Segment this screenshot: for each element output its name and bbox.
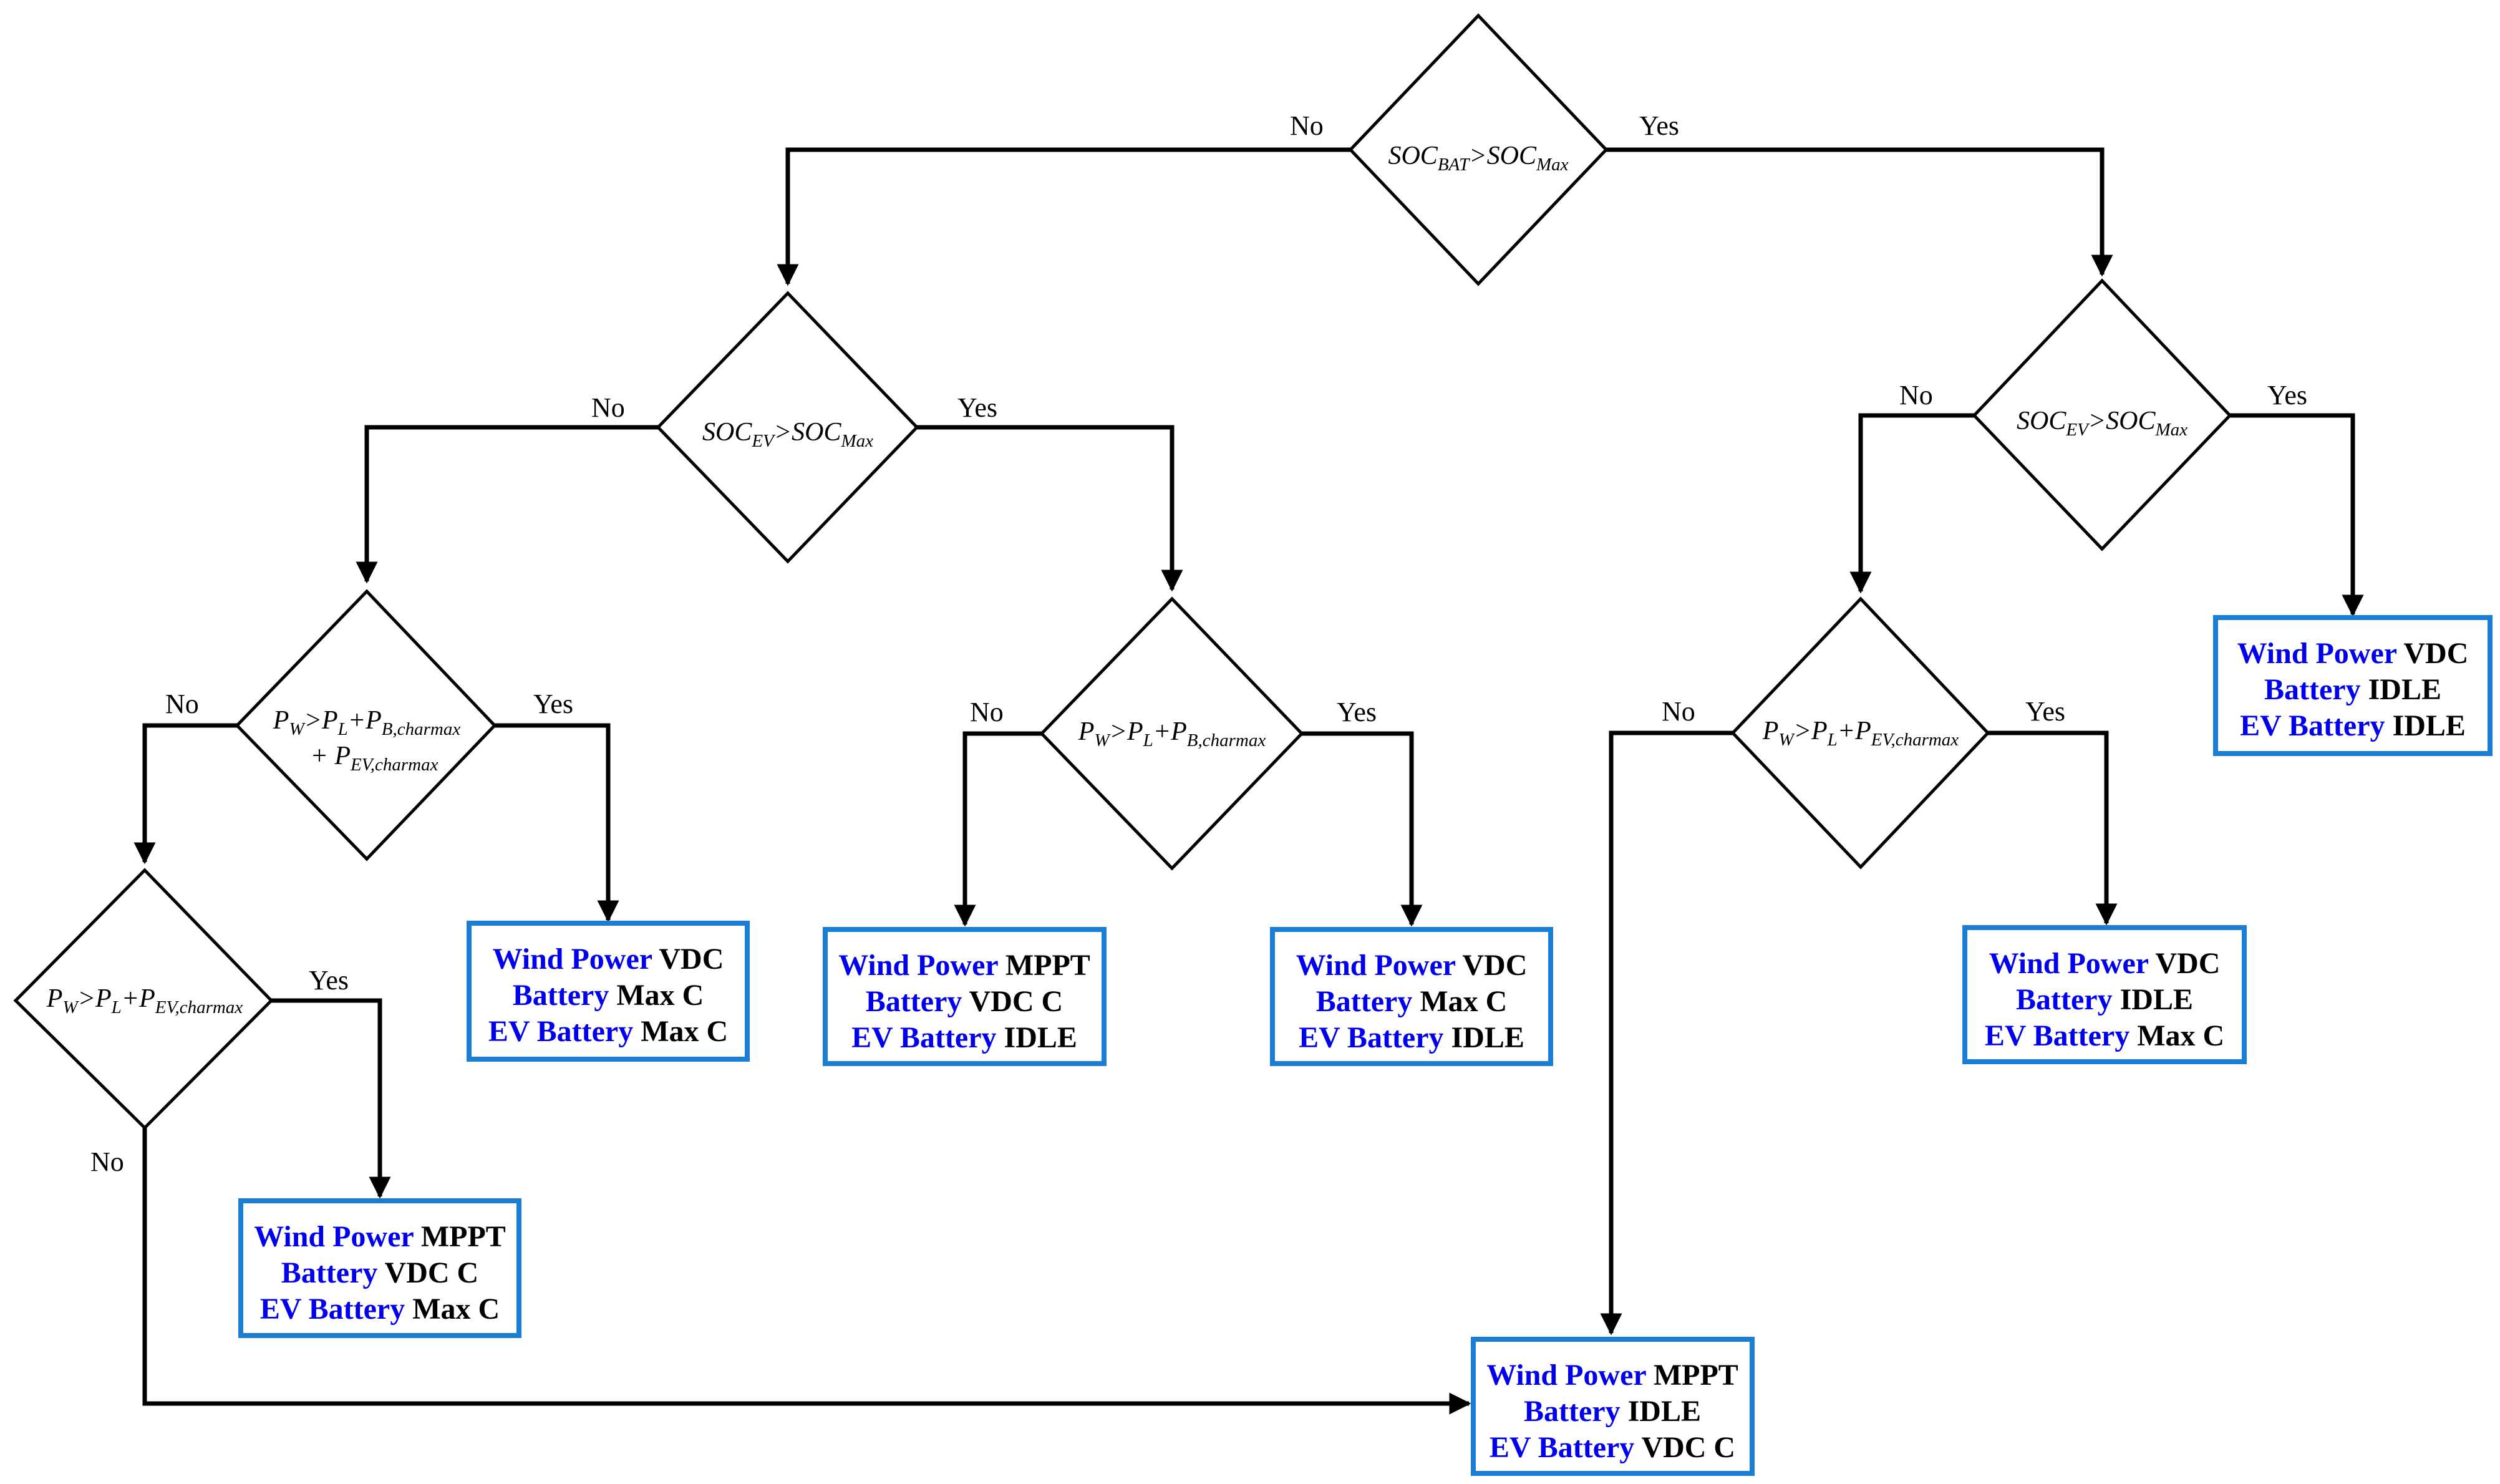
outcome-line-ev: EV Battery Max C [488,1015,728,1048]
condition-text: SOCEV>SOCMax [702,418,873,451]
outcome-border [467,921,750,1062]
label-d7-no: No [90,1147,124,1177]
condition-text: PW>PL+PB,charmax [1078,717,1266,750]
connector-d4-no [133,723,237,865]
outcome-box-4: Wind Power VDC Battery Max C EV Battery … [1270,927,1553,1066]
decision-soc-ev-right: SOCEV>SOCMax [1972,278,2232,551]
outcome-line-wind: Wind Power MPPT [838,949,1090,982]
outcome-box-7: Wind Power MPPT Battery IDLE EV Battery … [1471,1337,1755,1476]
outcome-line-wind: Wind Power VDC [2237,637,2469,670]
connector-d2-no [356,425,658,584]
connector-d7-no [142,1128,1471,1415]
connector-d3-yes [2230,413,2364,617]
label-d3-yes: Yes [2267,380,2307,410]
outcome-line-battery: Battery Max C [1316,985,1508,1018]
connector-d1-no [777,147,1350,286]
decision-diamond [656,291,919,564]
outcome-line-ev: EV Battery IDLE [1299,1021,1524,1054]
label-d4-yes: Yes [533,689,573,719]
decision-soc-bat: SOCBAT>SOCMax [1348,13,1609,286]
outcome-box-3: Wind Power MPPT Battery VDC C EV Battery… [823,927,1107,1066]
condition-text: SOCEV>SOCMax [2017,407,2188,440]
outcome-line-battery: Battery VDC C [866,985,1063,1018]
outcome-line-battery: Battery IDLE [2016,983,2193,1016]
decision-power-battery: PW>PL+PB,charmax [1039,596,1304,871]
label-d5-yes: Yes [1337,697,1377,727]
outcome-line-ev: EV Battery Max C [260,1292,500,1326]
outcome-border [2213,615,2493,756]
decision-diamond [1039,596,1304,871]
condition-text-line1: PW>PL+PB,charmax [273,706,461,739]
outcome-border [823,927,1107,1066]
outcome-line-wind: Wind Power VDC [1989,947,2221,980]
decision-diamond [1348,13,1609,286]
decision-diamond [1972,278,2232,551]
outcome-line-ev: EV Battery IDLE [851,1021,1077,1054]
outcome-box-1: Wind Power VDC Battery IDLE EV Battery I… [2213,615,2493,756]
connector-d7-yes [271,998,391,1199]
connector-d2-yes [917,425,1183,592]
outcome-line-battery: Battery IDLE [2264,673,2441,706]
outcome-line-battery: Battery VDC C [281,1256,478,1289]
decision-soc-ev-left: SOCEV>SOCMax [656,291,919,564]
label-d1-no: No [1290,110,1324,141]
decision-power-ev-left: PW>PL+PEV,charmax [13,868,274,1130]
condition-text-line2: + PEV,charmax [311,742,438,775]
outcome-line-ev: EV Battery VDC C [1490,1431,1735,1464]
outcome-line-battery: Battery IDLE [1524,1395,1701,1428]
label-d6-yes: Yes [2025,696,2065,727]
condition-text: PW>PL+PEV,charmax [46,984,243,1017]
decision-power-ev-right: PW>PL+PEV,charmax [1730,596,1990,870]
label-d6-no: No [1662,696,1695,727]
outcome-border [1471,1337,1755,1476]
outcome-line-wind: Wind Power VDC [493,943,724,976]
condition-text: SOCBAT>SOCMax [1388,142,1568,175]
label-d2-no: No [591,392,625,423]
label-d2-yes: Yes [957,392,997,423]
decision-power-battery-ev: PW>PL+PB,charmax + PEV,charmax [235,589,497,861]
label-d7-yes: Yes [309,965,349,996]
outcome-box-2: Wind Power VDC Battery Max C EV Battery … [467,921,750,1062]
connector-d4-yes [495,723,619,923]
outcome-line-ev: EV Battery IDLE [2240,709,2466,742]
connector-d6-no [1600,730,1733,1336]
connector-d1-yes [1606,147,2113,277]
outcome-box-6: Wind Power MPPT Battery VDC C EV Battery… [238,1198,521,1338]
connector-d3-no [1849,413,1974,594]
outcome-line-wind: Wind Power VDC [1296,949,1528,982]
outcome-border [238,1198,521,1338]
label-d3-no: No [1899,380,1933,410]
outcome-border [1270,927,1553,1066]
outcome-line-wind: Wind Power MPPT [254,1220,506,1253]
connector-d5-no [954,731,1042,927]
outcome-border [1962,925,2247,1064]
label-d5-no: No [970,697,1004,727]
outcome-line-battery: Battery Max C [513,979,704,1012]
outcome-box-5: Wind Power VDC Battery IDLE EV Battery M… [1962,925,2247,1064]
connector-d5-yes [1302,731,1423,927]
label-d1-yes: Yes [1639,110,1679,141]
outcome-line-wind: Wind Power MPPT [1486,1359,1738,1392]
branch-labels: No Yes No Yes No Yes No Yes No Yes No Ye… [90,110,2307,1177]
decision-diamond [1730,596,1990,870]
decision-diamond [235,589,497,861]
decision-diamond [13,868,274,1130]
connectors [133,147,2364,1415]
connector-d6-yes [1988,730,2118,926]
condition-text: PW>PL+PEV,charmax [1762,717,1959,750]
outcome-line-ev: EV Battery Max C [1985,1019,2224,1052]
label-d4-no: No [165,689,199,719]
